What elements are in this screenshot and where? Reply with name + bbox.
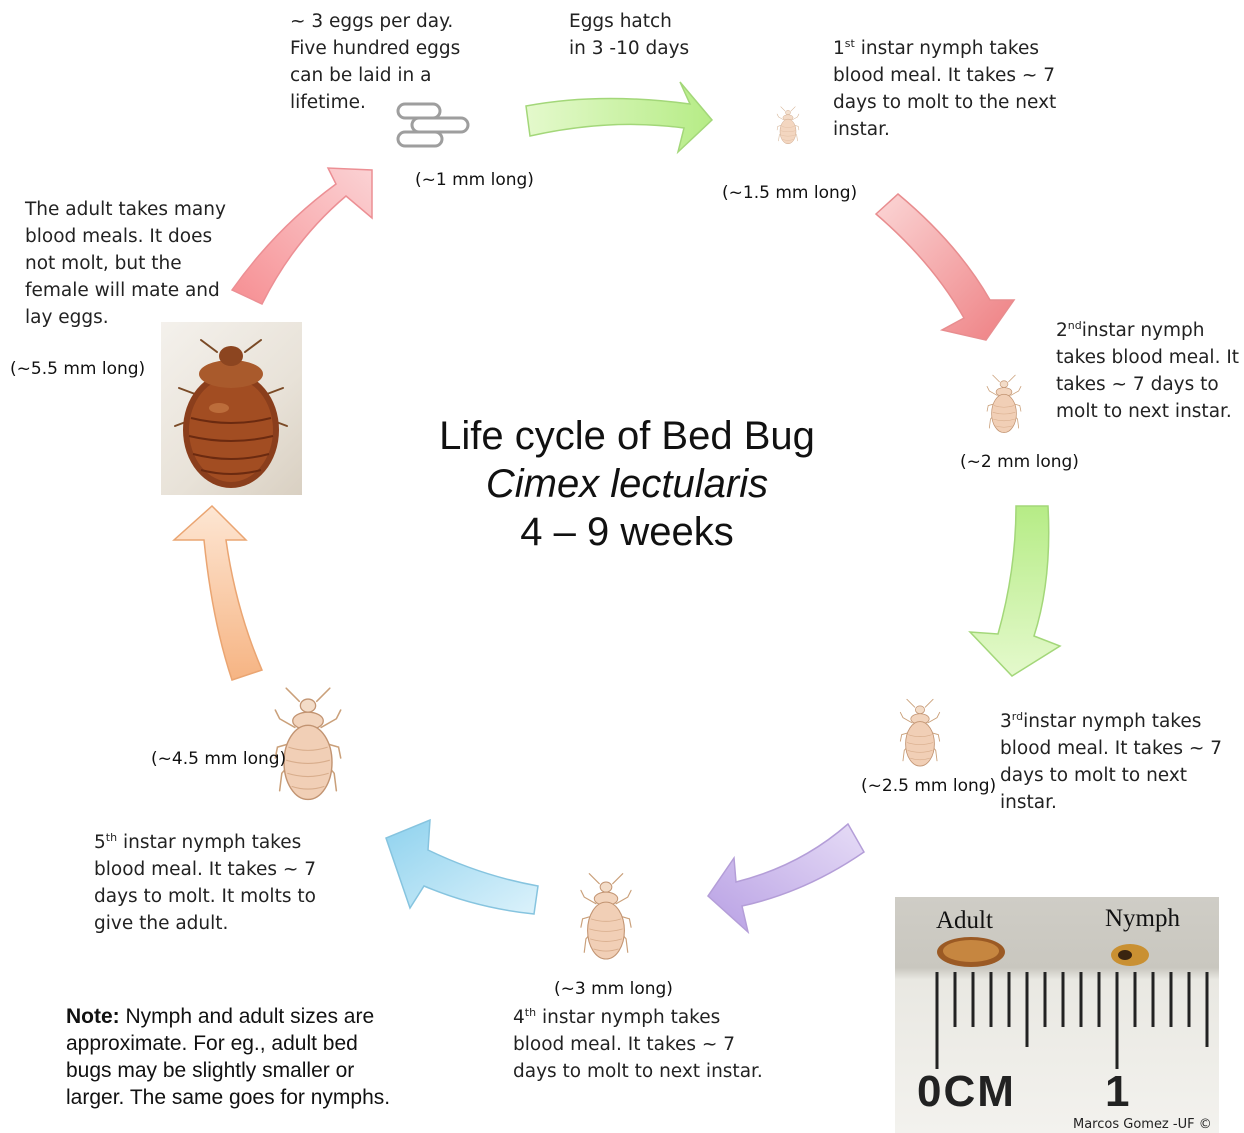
instar5-nymph [275, 688, 340, 799]
adult-description: The adult takes many blood meals. It doe… [25, 196, 226, 331]
arrow-instar2-to-instar3 [970, 506, 1060, 676]
size-note: Note: Nymph and adult sizes are approxim… [66, 1003, 396, 1111]
adult-bedbug-image [161, 322, 302, 495]
instar2-ordinal-suffix: nd [1068, 319, 1082, 332]
instar1-ordinal: 1 [833, 38, 845, 59]
diagram-title: Life cycle of Bed Bug Cimex lectularis 4… [380, 412, 874, 556]
note-label: Note: [66, 1005, 120, 1028]
instar2-ordinal: 2 [1056, 320, 1068, 341]
instar3-nymph [900, 699, 939, 766]
instar1-text: instar nymph takes blood meal. It takes … [833, 38, 1056, 140]
instar1-size: (~1.5 mm long) [722, 183, 857, 203]
arrow-eggs-to-instar1 [526, 82, 712, 152]
title-scientific-name: Cimex lectularis [380, 460, 874, 508]
photo-credit: Marcos Gomez -UF © [1073, 1117, 1212, 1132]
instar1-nymph [777, 107, 799, 144]
instar4-size: (~3 mm long) [554, 979, 673, 999]
instar2-text: instar nymph takes blood meal. It takes … [1056, 320, 1239, 422]
instar3-ordinal-suffix: rd [1012, 710, 1023, 723]
arrow-instar5-to-adult [174, 506, 262, 680]
title-line-1: Life cycle of Bed Bug [380, 412, 874, 460]
instar3-ordinal: 3 [1000, 711, 1012, 732]
instar4-description: 4th instar nymph takes blood meal. It ta… [513, 1004, 763, 1085]
arrow-instar4-to-instar5 [386, 820, 538, 914]
ruler-zero-cm: 0CM [917, 1067, 1016, 1117]
instar1-description: 1st instar nymph takes blood meal. It ta… [833, 35, 1056, 143]
instar4-text: instar nymph takes blood meal. It takes … [513, 1007, 763, 1082]
adult-label: Adult [936, 907, 993, 935]
instar5-description: 5th instar nymph takes blood meal. It ta… [94, 829, 316, 937]
adult-bedbug-photo [161, 322, 302, 495]
instar5-size: (~4.5 mm long) [151, 749, 286, 769]
ruler-one: 1 [1105, 1067, 1129, 1117]
eggs-hatch-text: Eggs hatch in 3 -10 days [569, 8, 689, 62]
nymph-label: Nymph [1105, 905, 1180, 933]
instar3-text: instar nymph takes blood meal. It takes … [1000, 711, 1222, 813]
adult-size: (~5.5 mm long) [10, 359, 145, 379]
arrow-instar1-to-instar2 [876, 194, 1014, 340]
instar4-ordinal: 4 [513, 1007, 525, 1028]
instar5-ordinal: 5 [94, 832, 106, 853]
instar2-description: 2ndinstar nymph takes blood meal. It tak… [1056, 317, 1239, 425]
eggs-size: (~1 mm long) [415, 170, 534, 190]
size-comparison-photo: Adult Nymph 0CM 1 Marcos Gomez -UF © [895, 897, 1219, 1133]
arrow-adult-to-eggs [232, 168, 372, 304]
instar5-ordinal-suffix: th [106, 831, 117, 844]
instar4-nymph [581, 874, 631, 959]
instar5-text: instar nymph takes blood meal. It takes … [94, 832, 316, 934]
instar1-ordinal-suffix: st [845, 37, 855, 50]
arrow-instar3-to-instar4 [708, 824, 864, 932]
instar4-ordinal-suffix: th [525, 1006, 536, 1019]
instar2-size: (~2 mm long) [960, 452, 1079, 472]
eggs-description: ~ 3 eggs per day. Five hundred eggs can … [290, 8, 460, 116]
instar2-nymph [987, 375, 1021, 432]
title-duration: 4 – 9 weeks [380, 508, 874, 556]
instar3-description: 3rdinstar nymph takes blood meal. It tak… [1000, 708, 1222, 816]
instar3-size: (~2.5 mm long) [861, 776, 996, 796]
